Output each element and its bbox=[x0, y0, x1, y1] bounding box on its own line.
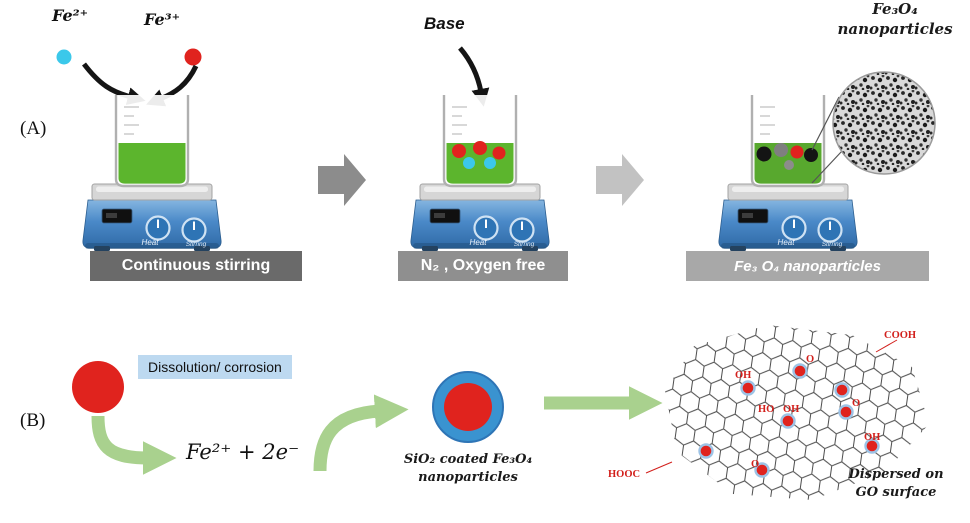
station-2: Heat Stirring bbox=[409, 93, 551, 253]
go-dispersion-caption: Dispersed on GO surface bbox=[840, 466, 952, 501]
hooc-connector-line bbox=[645, 461, 673, 474]
go-sheet bbox=[645, 325, 929, 500]
fe2-arrow bbox=[82, 62, 146, 105]
go-dispersion-caption-line2: GO surface bbox=[855, 484, 937, 500]
stirring-label-2: Stirring bbox=[514, 241, 535, 248]
go-label-o-2: O bbox=[852, 398, 861, 409]
go-label-oh-2: OH bbox=[783, 404, 800, 415]
stirring-label-3: Stirring bbox=[822, 241, 843, 248]
station-3: Heat Stirring bbox=[717, 93, 859, 253]
panel-b-label: (B) bbox=[20, 410, 46, 431]
step-arrow-2 bbox=[596, 154, 644, 206]
sio2-caption-line1: SiO₂ coated Fe₃O₄ bbox=[403, 452, 533, 467]
base-label: Base bbox=[424, 14, 465, 33]
caption-continuous-stirring: Continuous stirring bbox=[90, 251, 302, 281]
beaker-2-particles bbox=[452, 141, 506, 169]
fe3-ion-dot bbox=[184, 48, 202, 66]
heat-label-2: Heat bbox=[470, 238, 488, 247]
go-label-o-3: O bbox=[751, 459, 760, 470]
iron-particle bbox=[72, 361, 124, 413]
fe3-ion-label: Fe³⁺ bbox=[144, 10, 181, 29]
go-label-ho: HO bbox=[758, 404, 775, 415]
half-reaction-equation: Fe²⁺ + 2e⁻ bbox=[186, 440, 300, 464]
fe3o4-core bbox=[444, 383, 492, 431]
nanoparticle-callout-line2: nanoparticles bbox=[837, 19, 953, 38]
go-label-cooh: COOH bbox=[884, 330, 917, 341]
panel-a-label: (A) bbox=[20, 118, 47, 139]
heat-label-3: Heat bbox=[778, 238, 796, 247]
green-arrow-dissolution bbox=[91, 415, 177, 475]
green-arrow-coating bbox=[313, 394, 409, 472]
fe2-ion-label: Fe²⁺ bbox=[52, 6, 89, 25]
nanoparticle-callout-line1: Fe₃O₄ bbox=[872, 0, 918, 18]
zoom-connector-line-bottom bbox=[811, 150, 843, 184]
caption-fe3o4-nanoparticles: Fe₃ O₄ nanoparticles bbox=[686, 251, 929, 281]
go-label-o-1: O bbox=[806, 354, 815, 365]
sio2-caption-line2: nanoparticles bbox=[418, 469, 518, 485]
cooh-connector-line bbox=[875, 339, 898, 353]
stirring-label-1: Stirring bbox=[186, 241, 207, 248]
nanoparticle-tem-inset bbox=[832, 71, 936, 175]
fe2-ion-dot bbox=[56, 49, 72, 65]
step-arrow-1 bbox=[318, 154, 366, 206]
nanoparticle-callout: Fe₃O₄ nanoparticles bbox=[828, 0, 962, 39]
base-arrow bbox=[458, 46, 490, 107]
zoom-connector-line-top bbox=[811, 96, 840, 151]
go-dispersion-caption-line1: Dispersed on bbox=[848, 467, 944, 482]
go-label-hooc: HOOC bbox=[608, 469, 641, 480]
go-label-oh-3: OH bbox=[864, 432, 881, 443]
beaker-3-particles bbox=[756, 143, 818, 170]
go-label-oh-1: OH bbox=[735, 370, 752, 381]
go-functional-dots bbox=[698, 363, 880, 478]
station-1: Heat Stirring bbox=[81, 93, 223, 253]
beaker-1-liquid bbox=[118, 143, 186, 184]
caption-n2-oxygen-free: N₂ , Oxygen free bbox=[398, 251, 568, 281]
sio2-caption: SiO₂ coated Fe₃O₄ nanoparticles bbox=[386, 451, 550, 486]
dissolution-corrosion-label: Dissolution/ corrosion bbox=[138, 355, 292, 379]
heat-label-1: Heat bbox=[142, 238, 160, 247]
fe3-arrow bbox=[146, 64, 199, 107]
